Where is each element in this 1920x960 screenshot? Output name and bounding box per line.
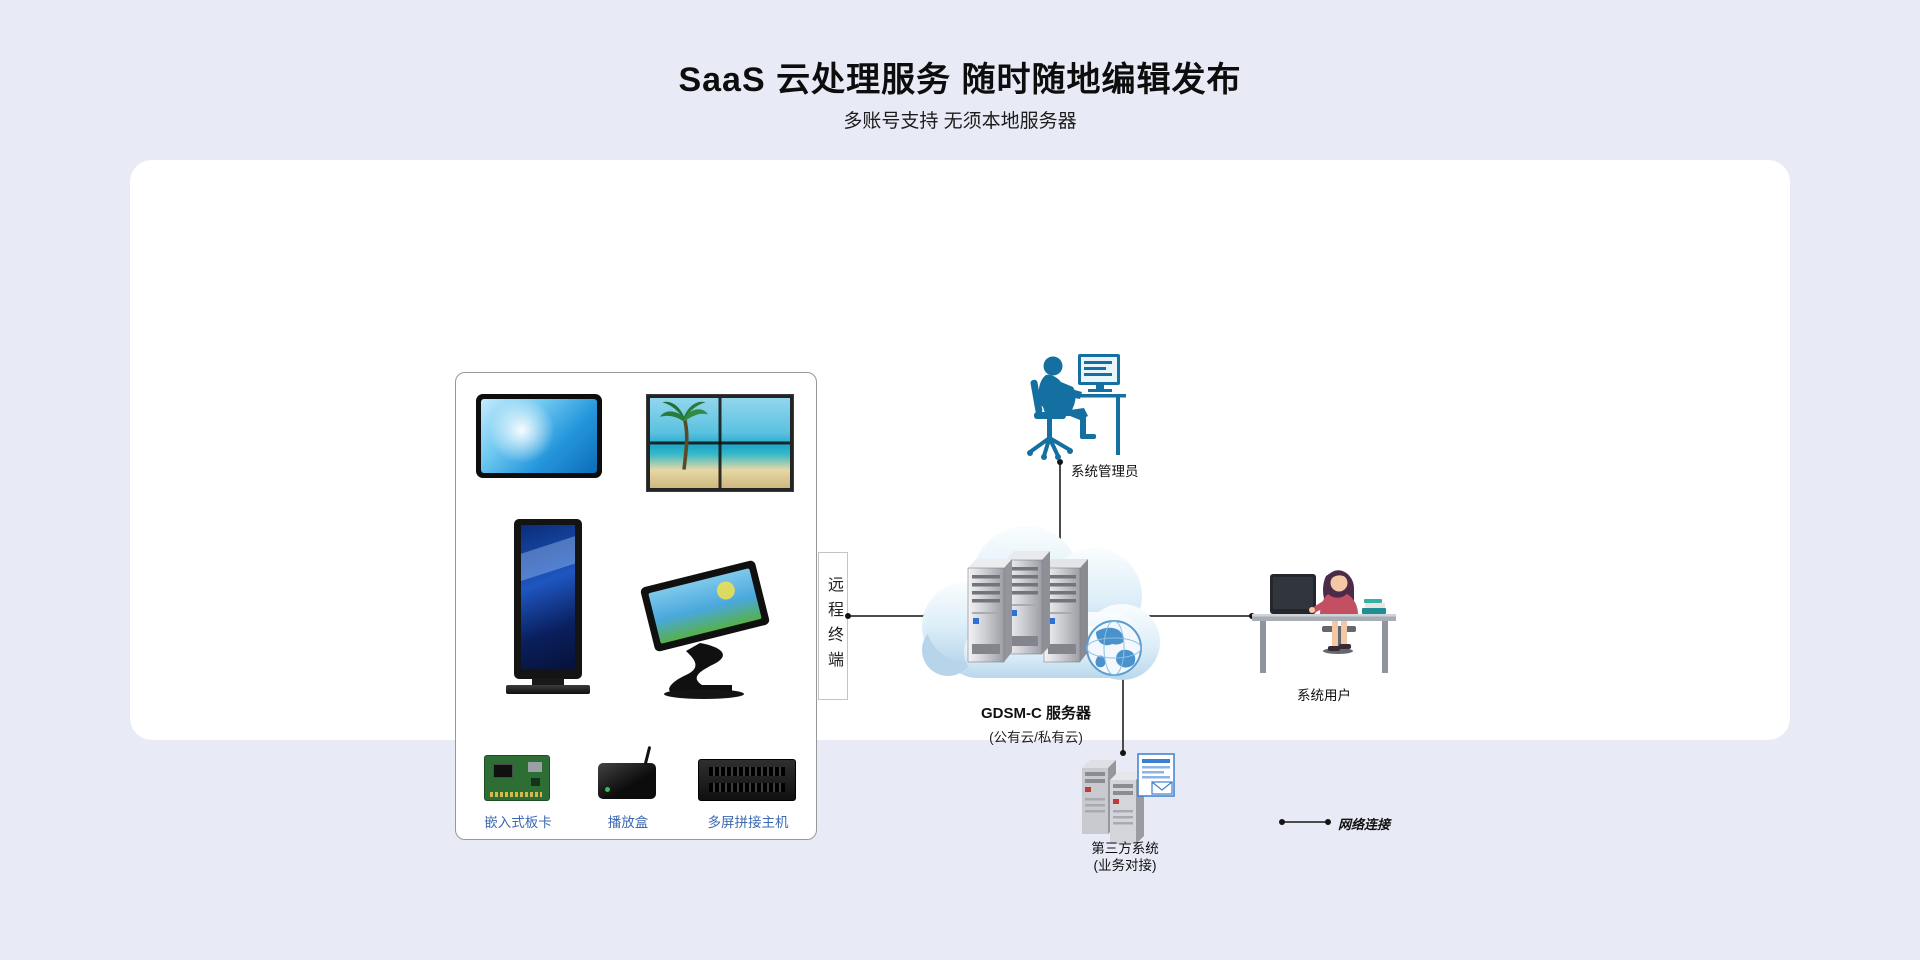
globe-icon	[1086, 620, 1142, 676]
server-tower-icon	[1043, 559, 1088, 663]
page-title: SaaS 云处理服务 随时随地编辑发布	[678, 61, 1242, 99]
third-party-servers-illustration	[1070, 750, 1180, 846]
player-box-label: 播放盒	[607, 815, 649, 830]
legend-label: 网络连接	[1338, 817, 1391, 832]
splicing-host-icon	[698, 759, 796, 801]
player-box-icon	[598, 763, 656, 799]
admin-label: 系统管理员	[1071, 464, 1139, 479]
admin-at-computer-illustration	[1018, 350, 1130, 462]
document-icon	[1137, 753, 1175, 797]
standing-kiosk-icon	[506, 519, 590, 715]
server-tower-icon	[1005, 551, 1050, 655]
page-subtitle: 多账号支持 无须本地服务器	[843, 111, 1077, 132]
server-tower-icon	[967, 559, 1012, 663]
third-party-subname: (业务对接)	[1093, 858, 1157, 873]
diagram-card: 嵌入式板卡 播放盒 多屏拼接主机 远程终端	[130, 160, 1790, 873]
third-party-name: 第三方系统	[1091, 841, 1159, 856]
splicing-host-label: 多屏拼接主机	[707, 815, 789, 830]
palm-tree-icon	[660, 401, 708, 470]
terminal-devices-panel: 嵌入式板卡 播放盒 多屏拼接主机	[455, 372, 817, 840]
network-line-legend-icon	[1279, 819, 1331, 825]
video-wall-icon	[646, 394, 794, 492]
cloud-label: GDSM-C 服务器 (公有云/私有云)	[908, 702, 1164, 746]
remote-terminal-box: 远程终端	[818, 552, 848, 700]
embedded-board-label: 嵌入式板卡	[484, 815, 552, 830]
user-at-desk-illustration	[1248, 552, 1400, 680]
third-party-label: 第三方系统 (业务对接)	[1045, 840, 1205, 874]
cloud-server-subname: (公有云/私有云)	[989, 730, 1083, 745]
cloud-servers-illustration	[908, 508, 1164, 704]
touch-table-kiosk-icon	[634, 551, 776, 701]
display-monitor-icon	[476, 394, 602, 478]
cabinet-icon	[1110, 772, 1144, 844]
remote-terminal-label: 远程终端	[825, 576, 842, 676]
cloud-server-name: GDSM-C 服务器	[981, 705, 1091, 722]
embedded-board-icon	[484, 755, 550, 801]
user-label: 系统用户	[1297, 688, 1351, 703]
